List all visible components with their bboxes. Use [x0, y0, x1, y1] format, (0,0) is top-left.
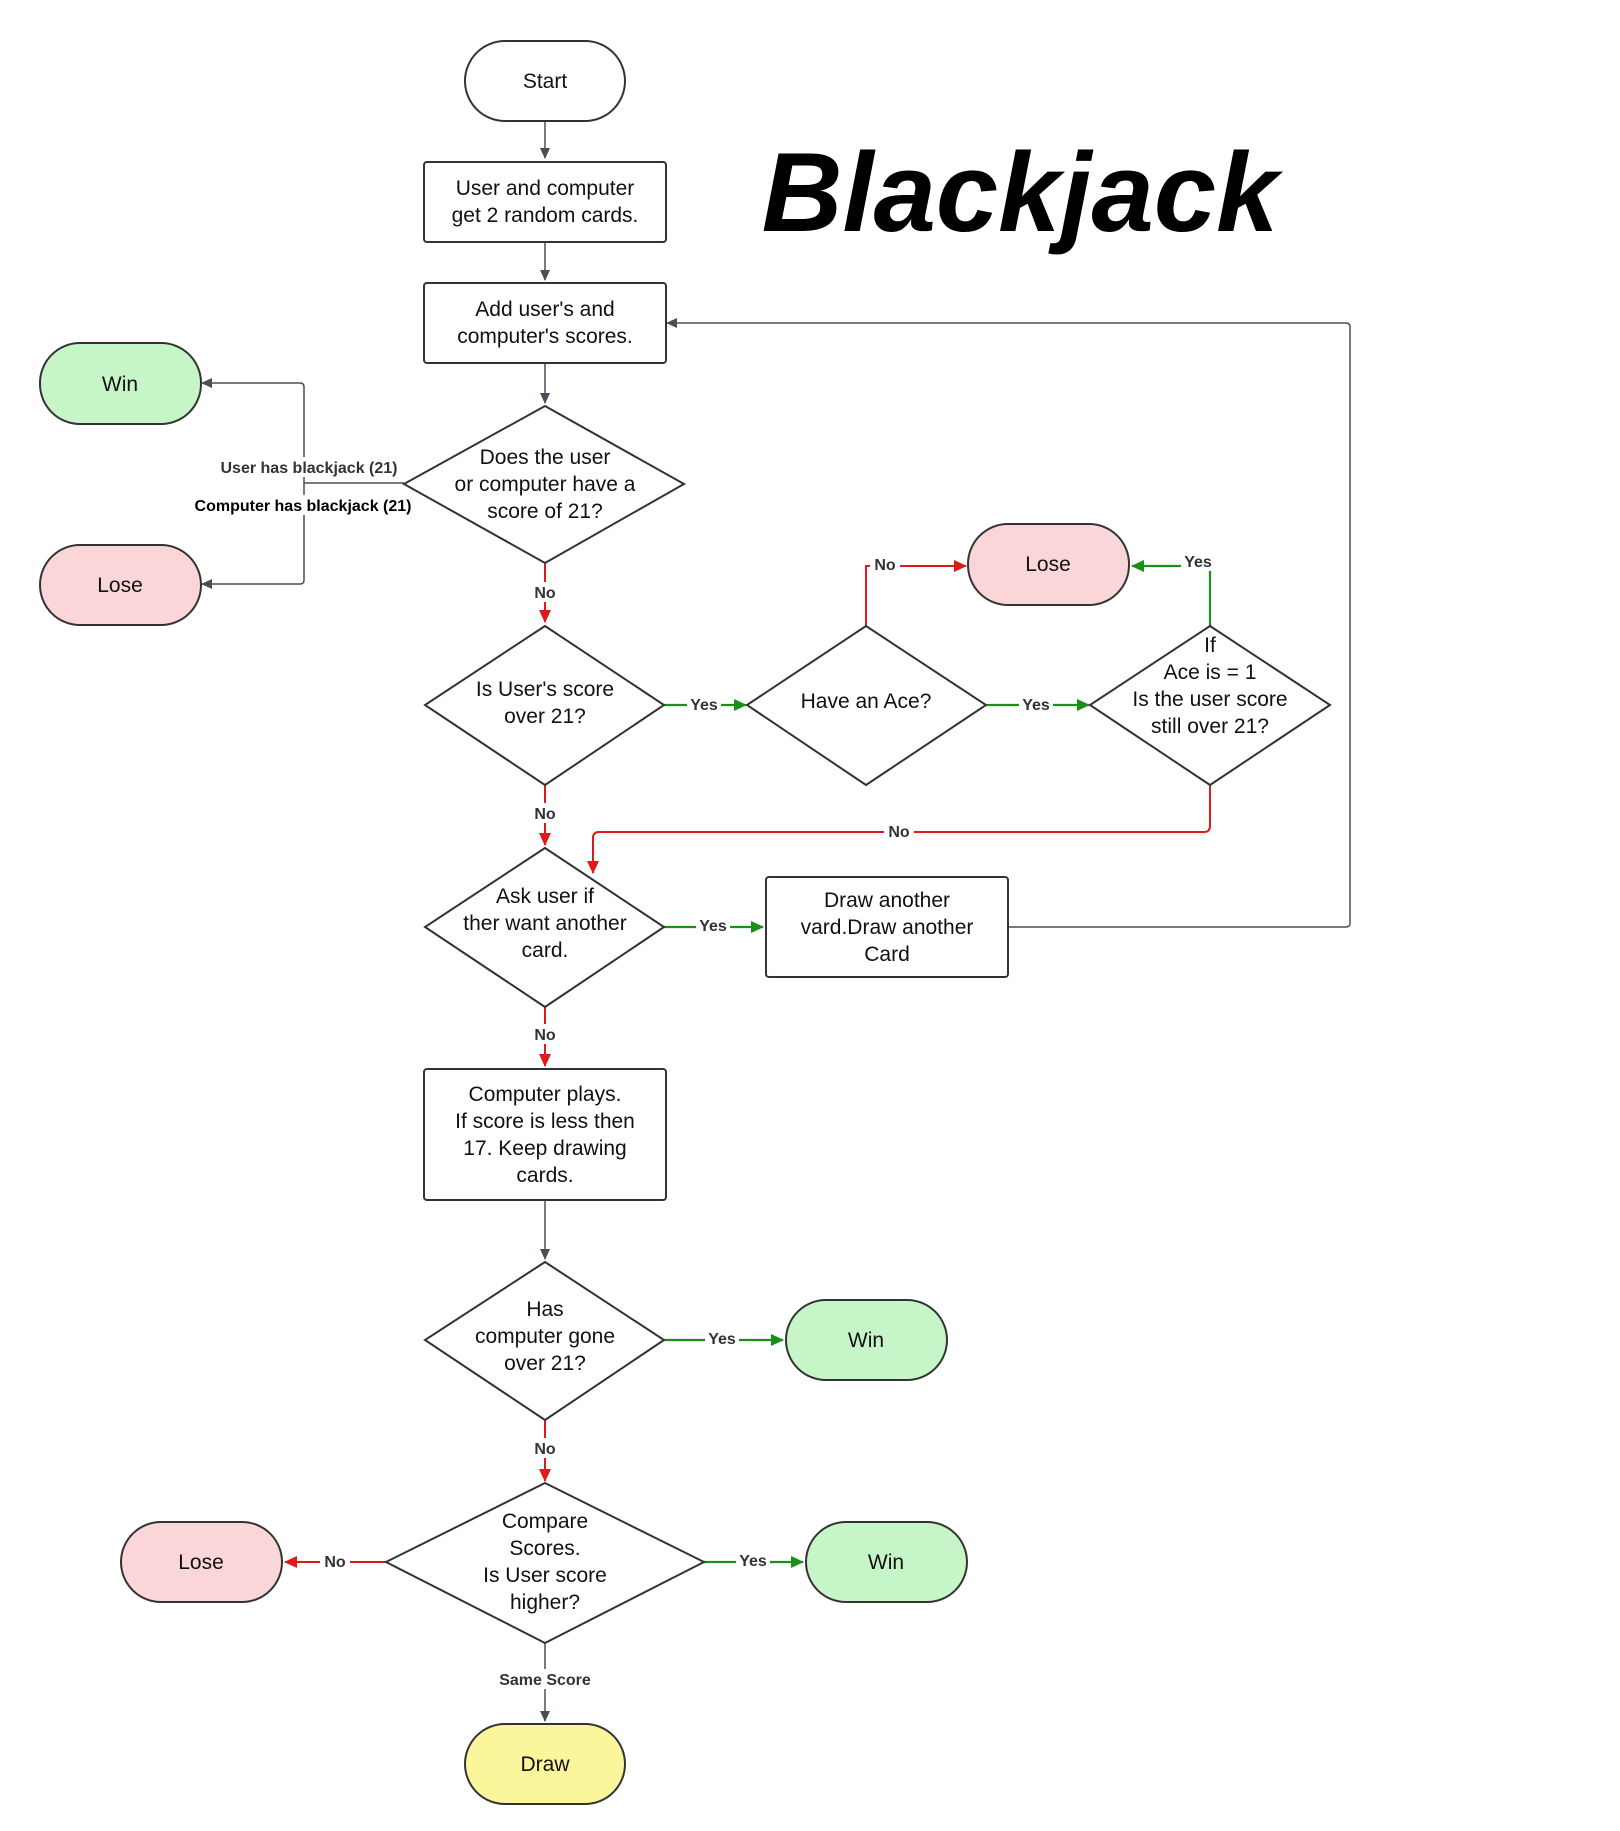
svg-text:No: No — [324, 1554, 346, 1571]
svg-text:Is the user score: Is the user score — [1132, 688, 1287, 711]
draw-card-process: Draw another vard.Draw another Card — [765, 876, 1009, 978]
svg-text:If score is less then: If score is less then — [455, 1110, 635, 1133]
svg-text:Have an Ace?: Have an Ace? — [801, 690, 932, 713]
svg-text:still over 21?: still over 21? — [1151, 715, 1269, 738]
deal-cards-process: User and computer get 2 random cards. — [423, 161, 667, 243]
edge-label-ask-no: No — [530, 1024, 560, 1044]
edge-label-acecheck-no: No — [884, 821, 914, 841]
svg-text:Yes: Yes — [708, 1331, 736, 1348]
edge-drawcard-add — [666, 318, 1351, 928]
edge-label-ace-yes: Yes — [1019, 694, 1053, 714]
svg-text:or computer have a: or computer have a — [455, 473, 636, 496]
ace-check-decision: If Ace is = 1 Is the user score still ov… — [1088, 624, 1332, 787]
edge-label-compare-yes: Yes — [736, 1550, 770, 1570]
svg-text:score of 21?: score of 21? — [487, 500, 603, 523]
edge-label-computer-blackjack: Computer has blackjack (21) — [180, 495, 427, 515]
svg-text:higher?: higher? — [510, 1591, 580, 1614]
computer-plays-process: Computer plays. If score is less then 17… — [423, 1068, 667, 1201]
svg-text:card.: card. — [522, 939, 569, 962]
lose-terminal-top: Lose — [39, 544, 202, 626]
svg-text:No: No — [534, 1441, 556, 1458]
edge-check21-lose — [201, 483, 305, 589]
edge-label-compare-no: No — [320, 1551, 350, 1571]
check-21-decision: Does the user or computer have a score o… — [401, 404, 687, 565]
win-terminal-top: Win — [39, 342, 202, 425]
edge-check21-win — [201, 378, 404, 484]
svg-text:get 2 random cards.: get 2 random cards. — [452, 204, 639, 227]
edge-label-over21-yes: Yes — [687, 694, 721, 714]
svg-text:Has: Has — [526, 1298, 563, 1321]
svg-text:Lose: Lose — [178, 1551, 224, 1574]
draw-terminal: Draw — [464, 1723, 626, 1805]
edge-label-over21-no: No — [530, 803, 560, 823]
svg-text:Win: Win — [868, 1551, 904, 1574]
svg-text:Scores.: Scores. — [509, 1537, 580, 1560]
lose-terminal-ace: Lose — [967, 523, 1130, 606]
svg-text:No: No — [888, 824, 910, 841]
svg-text:Ace is = 1: Ace is = 1 — [1164, 661, 1257, 684]
edge-ace-lose — [865, 560, 967, 626]
user-over21-decision: Is User's score over 21? — [423, 624, 666, 787]
svg-text:Yes: Yes — [699, 918, 727, 935]
svg-text:Ask user if: Ask user if — [496, 885, 594, 908]
svg-text:computer gone: computer gone — [475, 1325, 615, 1348]
svg-text:Card: Card — [864, 943, 910, 966]
svg-text:User has blackjack (21): User has blackjack (21) — [221, 460, 398, 477]
ask-card-decision: Ask user if ther want another card. — [423, 846, 666, 1009]
svg-text:Win: Win — [848, 1329, 884, 1352]
svg-text:No: No — [534, 806, 556, 823]
svg-text:No: No — [534, 585, 556, 602]
svg-text:No: No — [534, 1027, 556, 1044]
svg-text:Lose: Lose — [1025, 553, 1071, 576]
edge-label-ask-yes: Yes — [696, 915, 730, 935]
start-terminal: Start — [464, 40, 626, 122]
edge-label-compover-yes: Yes — [705, 1328, 739, 1348]
svg-text:Lose: Lose — [97, 574, 143, 597]
svg-text:Is User score: Is User score — [483, 1564, 607, 1587]
edge-label-user-blackjack: User has blackjack (21) — [208, 457, 408, 477]
edge-label-same-score: Same Score — [489, 1669, 601, 1689]
svg-text:Yes: Yes — [690, 697, 718, 714]
edge-acecheck-lose — [1131, 560, 1212, 626]
add-scores-process: Add user's and computer's scores. — [423, 282, 667, 364]
win-terminal-final: Win — [805, 1521, 968, 1603]
svg-text:Computer has blackjack (21): Computer has blackjack (21) — [195, 498, 412, 515]
lose-terminal-final: Lose — [120, 1521, 283, 1603]
svg-text:Computer plays.: Computer plays. — [469, 1083, 622, 1106]
compare-scores-decision: Compare Scores. Is User score higher? — [383, 1481, 707, 1645]
edge-label-check21-no: No — [530, 582, 560, 602]
svg-text:Yes: Yes — [1022, 697, 1050, 714]
svg-text:Start: Start — [523, 70, 568, 93]
svg-text:Draw another: Draw another — [824, 889, 950, 912]
edge-label-acecheck-yes: Yes — [1181, 551, 1215, 571]
edge-label-compover-no: No — [530, 1438, 560, 1458]
svg-text:over 21?: over 21? — [504, 1352, 586, 1375]
svg-text:Win: Win — [102, 373, 138, 396]
svg-text:Add user's and: Add user's and — [475, 298, 614, 321]
svg-text:User and computer: User and computer — [456, 177, 635, 200]
win-terminal-computer-bust: Win — [785, 1299, 948, 1381]
svg-text:Is User's score: Is User's score — [476, 678, 614, 701]
svg-text:cards.: cards. — [516, 1164, 573, 1187]
svg-text:computer's scores.: computer's scores. — [457, 325, 633, 348]
diagram-title: Blackjack — [762, 130, 1284, 255]
edge-label-ace-no: No — [870, 554, 900, 574]
svg-text:over 21?: over 21? — [504, 705, 586, 728]
svg-text:Compare: Compare — [502, 1510, 588, 1533]
computer-over21-decision: Has computer gone over 21? — [423, 1260, 666, 1422]
svg-text:ther want another: ther want another — [463, 912, 626, 935]
svg-text:If: If — [1204, 634, 1216, 657]
svg-text:vard.Draw another: vard.Draw another — [801, 916, 974, 939]
svg-text:Same Score: Same Score — [499, 1672, 591, 1689]
svg-text:Draw: Draw — [520, 1753, 570, 1776]
have-ace-decision: Have an Ace? — [745, 624, 988, 787]
svg-text:No: No — [874, 557, 896, 574]
svg-text:17. Keep drawing: 17. Keep drawing — [463, 1137, 626, 1160]
svg-text:Yes: Yes — [1184, 554, 1212, 571]
svg-text:Does the user: Does the user — [480, 446, 611, 469]
svg-text:Yes: Yes — [739, 1553, 767, 1570]
